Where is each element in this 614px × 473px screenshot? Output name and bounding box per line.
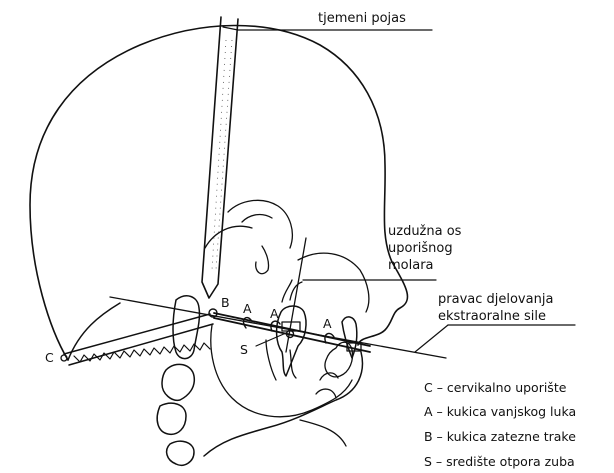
label-force-direction-line1: pravac djelovanja xyxy=(438,292,553,307)
legend-item-A: A – kukica vanjskog luka xyxy=(424,404,576,419)
point-A3: A xyxy=(323,316,332,331)
label-molar-axis-line2: uporišnog xyxy=(388,241,453,256)
label-molar-axis-line3: molara xyxy=(388,258,434,273)
point-A2: A xyxy=(270,306,279,321)
label-force-direction-line2: ekstraoralne sile xyxy=(438,309,546,324)
legend-item-C: C – cervikalno uporište xyxy=(424,380,567,395)
point-S: S xyxy=(240,342,248,357)
point-B: B xyxy=(221,295,230,310)
label-molar-axis-line1: uzdužna os xyxy=(388,224,462,239)
point-A1: A xyxy=(243,301,252,316)
label-head-strap: tjemeni pojas xyxy=(318,11,406,26)
center-of-resistance-leader xyxy=(256,333,286,346)
legend-item-B: B – kukica zatezne trake xyxy=(424,429,576,444)
skull-outline xyxy=(30,25,408,456)
point-C: C xyxy=(45,350,54,365)
cervical-vertebrae xyxy=(157,296,199,465)
legend: C – cervikalno uporište A – kukica vanjs… xyxy=(424,380,576,469)
legend-item-S: S – središte otpora zuba xyxy=(424,454,575,469)
